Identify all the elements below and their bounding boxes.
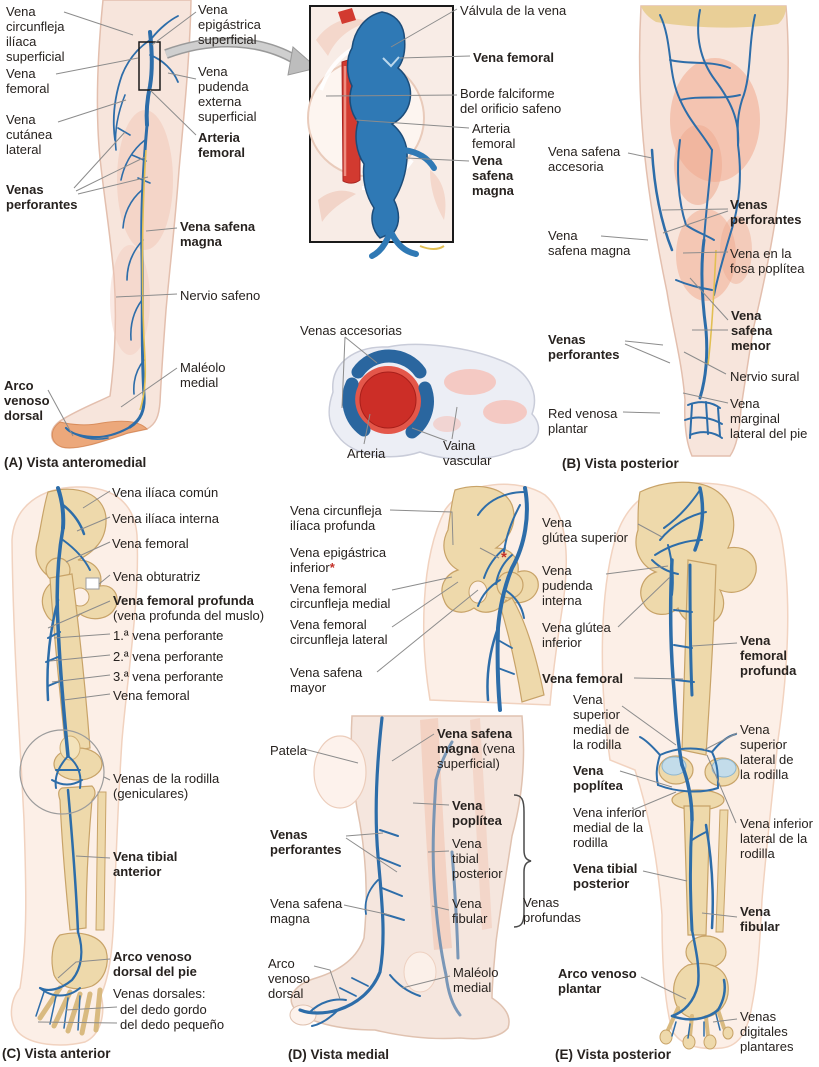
leg-illustration-anterior-bones (10, 486, 139, 1046)
label-arco-venoso-plantar: Arco venoso plantar (558, 966, 637, 997)
label-vena-femoral-circunfleja-medial: Vena femoral circunfleja medial (290, 581, 391, 612)
label-vena-femoral-c-inf: Vena femoral (113, 688, 190, 703)
caption-vista-anterior-c: (C) Vista anterior (2, 1046, 111, 1061)
caption-vista-posterior-e: (E) Vista posterior (555, 1047, 672, 1062)
label-patela: Patela (270, 743, 307, 758)
label-vena-marginal-lateral: Vena marginal lateral del pie (730, 396, 808, 442)
label-vena-superior-medial-rodilla: Vena superior medial de la rodilla (573, 692, 630, 753)
label-venas-rodilla-geniculares: Venas de la rodilla (geniculares) (113, 771, 220, 802)
label-del-dedo-pequeno: del dedo pequeño (120, 1017, 225, 1032)
label-arteria-cross: Arteria (347, 446, 386, 461)
label-vena-circunfleja-iliaca-profunda: Vena circunfleja ilíaca profunda (290, 503, 382, 534)
label-tercera-vena-perforante: 3.ª vena perforante (113, 669, 224, 684)
label-venas-dorsales: Venas dorsales: (113, 986, 206, 1001)
detail-region-box (138, 41, 161, 91)
leg-illustration-posterior-b (638, 5, 789, 457)
caption-vista-posterior-b: (B) Vista posterior (562, 456, 679, 471)
label-vena-femoral-c-sup: Vena femoral (112, 536, 189, 551)
label-red-venosa-plantar: Red venosa plantar (548, 406, 618, 437)
label-borde-falciforme: Borde falciforme del orificio safeno (460, 86, 562, 117)
label-arco-venoso-dorsal-a: Arco venoso dorsal (4, 378, 50, 424)
label-nervio-sural: Nervio sural (730, 369, 800, 384)
label-vena-circunfleja-iliaca-superficial: Vena circunfleja ilíaca superficial (6, 4, 65, 65)
label-vena-profunda-muslo-sub: (vena profunda del muslo) (113, 608, 265, 623)
label-vena-poplitea-d: Vena poplítea (452, 798, 502, 829)
label-arteria-femoral-a: Arteria femoral (198, 130, 245, 161)
leg-illustration-medial (289, 715, 532, 1040)
label-vena-femoral-profunda-e: Vena femoral profunda (740, 633, 797, 679)
label-vena-glutea-inferior: Vena glútea inferior (542, 620, 611, 651)
label-vena-femoral-a: Vena femoral (6, 66, 50, 97)
accessory-veins-crescents (342, 349, 434, 439)
label-venas-perforantes-b-izq: Venas perforantes (548, 332, 620, 363)
label-vena-safena-magna-a: Vena safena magna (180, 219, 256, 250)
label-vena-safena-magna-b: Vena safena magna (548, 228, 631, 259)
label-vena-obturatriz: Vena obturatriz (113, 569, 201, 584)
label-valvula-de-la-vena: Válvula de la vena (460, 3, 567, 18)
leg-illustration-posterior-bones (601, 481, 789, 1050)
label-vena-femoral-circunfleja-lateral: Vena femoral circunfleja lateral (290, 617, 388, 648)
label-vena-safena-menor: Vena safena menor (731, 308, 773, 354)
label-venas-accesorias: Venas accesorias (300, 323, 402, 338)
marker-box (85, 577, 100, 590)
label-primera-vena-perforante: 1.ª vena perforante (113, 628, 224, 643)
label-vena-tibial-posterior-e: Vena tibial posterior (573, 861, 638, 892)
label-vena-femoral-inset: Vena femoral (473, 50, 554, 65)
label-arteria-femoral-inset: Arteria femoral (472, 121, 516, 152)
caption-vista-medial-d: (D) Vista medial (288, 1047, 390, 1062)
knee-circle-annotation (19, 729, 105, 815)
label-vaina-vascular: Vaina vascular (443, 438, 492, 469)
hip-illustration-deep-veins (423, 483, 568, 712)
label-vena-fosa-poplitea: Vena en la fosa poplítea (730, 246, 805, 277)
label-vena-safena-mayor: Vena safena mayor (290, 665, 363, 696)
label-venas-profundas: Venas profundas (523, 895, 581, 926)
label-nervio-safeno: Nervio safeno (180, 288, 261, 303)
label-maleolo-medial-d: Maléolo medial (453, 965, 499, 996)
label-venas-perforantes-a: Venas perforantes (6, 182, 78, 213)
label-vena-inferior-lateral-rodilla: Vena inferior lateral de la rodilla (740, 816, 813, 862)
label-vena-fibular-d: Vena fibular (452, 896, 488, 927)
label-vena-femoral-profunda-c: Vena femoral profunda (113, 593, 254, 608)
label-segunda-vena-perforante: 2.ª vena perforante (113, 649, 224, 664)
cross-section-illustration (328, 343, 540, 460)
label-vena-epigastrica-superficial: Vena epigástrica superficial (198, 2, 261, 48)
caption-vista-anteromedial: (A) Vista anteromedial (4, 455, 147, 470)
label-vena-superior-lateral-rodilla: Vena superior lateral de la rodilla (740, 722, 794, 783)
label-vena-tibial-anterior: Vena tibial anterior (113, 849, 178, 880)
label-vena-iliaca-interna: Vena ilíaca interna (112, 511, 219, 526)
deep-veins-bracket (513, 794, 532, 928)
asterisk-mark-label: * (329, 560, 335, 576)
label-vena-tibial-posterior-d: Vena tibial posterior (452, 836, 503, 882)
inset-illustration-saphenous-opening (307, 5, 454, 259)
asterisk-mark-illustration: * (501, 549, 507, 566)
label-del-dedo-gordo: del dedo gordo (120, 1002, 207, 1017)
label-vena-cutanea-lateral: Vena cutánea lateral (6, 112, 53, 158)
label-venas-perforantes-b-der: Venas perforantes (730, 197, 802, 228)
label-vena-safena-magna-d-sup: Vena safena magna (vena superficial) (437, 726, 516, 772)
label-vena-safena-magna-inset: Vena safena magna (472, 153, 514, 199)
label-vena-inferior-medial-rodilla: Vena inferior medial de la rodilla (573, 805, 646, 851)
label-venas-digitales-plantares: Venas digitales plantares (740, 1009, 794, 1055)
label-vena-epigastrica-inferior: Vena epigástrica inferior* (290, 545, 387, 576)
label-vena-iliaca-comun: Vena ilíaca común (112, 485, 219, 500)
label-vena-pudenda-interna: Vena pudenda interna (542, 563, 593, 609)
label-arco-venoso-dorsal-pie: Arco venoso dorsal del pie (113, 949, 197, 980)
label-vena-fibular-e: Vena fibular (740, 904, 780, 935)
label-vena-poplitea-e: Vena poplítea (573, 763, 623, 794)
femoral-vein-shape (346, 11, 412, 239)
deep-veins-lines (431, 740, 462, 1017)
label-vena-femoral-e: Vena femoral (542, 671, 623, 686)
label-arco-venoso-dorsal-d: Arco venoso dorsal (268, 956, 310, 1002)
leg-illustration-anteromedial (50, 0, 192, 449)
label-vena-glutea-superior: Vena glútea superior (542, 515, 628, 546)
label-vena-pudenda-externa-superficial: Vena pudenda externa superficial (198, 64, 257, 125)
label-vena-safena-accesoria: Vena safena accesoria (548, 144, 621, 175)
label-venas-perforantes-d: Venas perforantes (270, 827, 342, 858)
label-maleolo-medial-a: Maléolo medial (180, 360, 226, 391)
label-vena-safena-magna-d-inf: Vena safena magna (270, 896, 343, 927)
sural-nerve-line (707, 249, 717, 366)
leader-lines (37, 8, 738, 1024)
